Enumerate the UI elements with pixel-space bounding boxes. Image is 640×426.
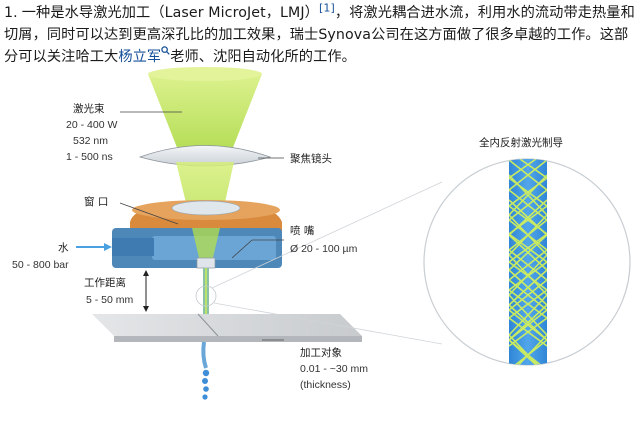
label-workpiece: 加工对象: [300, 346, 342, 359]
label-nozzle: 喷 嘴: [290, 225, 315, 237]
droplet: [203, 386, 209, 392]
search-icon[interactable]: [161, 46, 170, 55]
laser-beam-upper: [148, 74, 262, 150]
label-water-pressure: 50 - 800 bar: [12, 259, 69, 271]
label-laser-pulse: 1 - 500 ns: [66, 151, 113, 163]
laser-beam-top: [148, 67, 262, 81]
watermark: 知乎 @星辰湖的贤者: [494, 385, 624, 402]
label-window: 窗 口: [84, 195, 108, 208]
label-laser-wavelength: 532 nm: [73, 135, 108, 147]
label-laser-power: 20 - 400 W: [66, 119, 117, 131]
water-inlet-pipe: [112, 238, 154, 256]
label-tir-title: 全内反射激光制导: [479, 136, 563, 149]
label-workpiece-thickness: 0.01 - ~30 mm: [300, 363, 368, 375]
paragraph-text-1: 一种是水导激光加工（Laser MicroJet，LMJ）: [21, 5, 319, 21]
droplet: [202, 369, 210, 377]
label-work-distance-value: 5 - 50 mm: [86, 294, 134, 306]
label-water: 水: [58, 242, 69, 254]
label-nozzle-diameter: Ø 20 - 100 µm: [290, 243, 358, 255]
droplet: [202, 394, 208, 400]
paragraph-text-2: ，将激光耦合进水流，利用水的流动带走热量和切屑，同时可以达到更高深孔比的加工效果…: [4, 5, 635, 65]
reference-link[interactable]: [1]: [318, 1, 335, 15]
nozzle-tip: [196, 257, 216, 269]
list-number: 1.: [4, 5, 18, 21]
window-glass: [171, 200, 241, 216]
paragraph: 1.一种是水导激光加工（Laser MicroJet，LMJ）[1]，将激光耦合…: [4, 2, 636, 68]
jet-below: [201, 341, 208, 369]
droplet: [202, 378, 208, 384]
label-thickness-note: (thickness): [300, 379, 351, 391]
person-link[interactable]: 杨立军: [118, 49, 162, 65]
label-focus-lens: 聚焦镜头: [290, 152, 332, 165]
label-work-distance: 工作距离: [84, 276, 126, 289]
zoom-source-circle: [195, 285, 217, 307]
label-laser-beam: 激光束: [73, 102, 105, 115]
paragraph-text-3: 老师、沈阳自动化所的工作。: [170, 49, 356, 65]
workpiece-plate: [92, 314, 362, 336]
